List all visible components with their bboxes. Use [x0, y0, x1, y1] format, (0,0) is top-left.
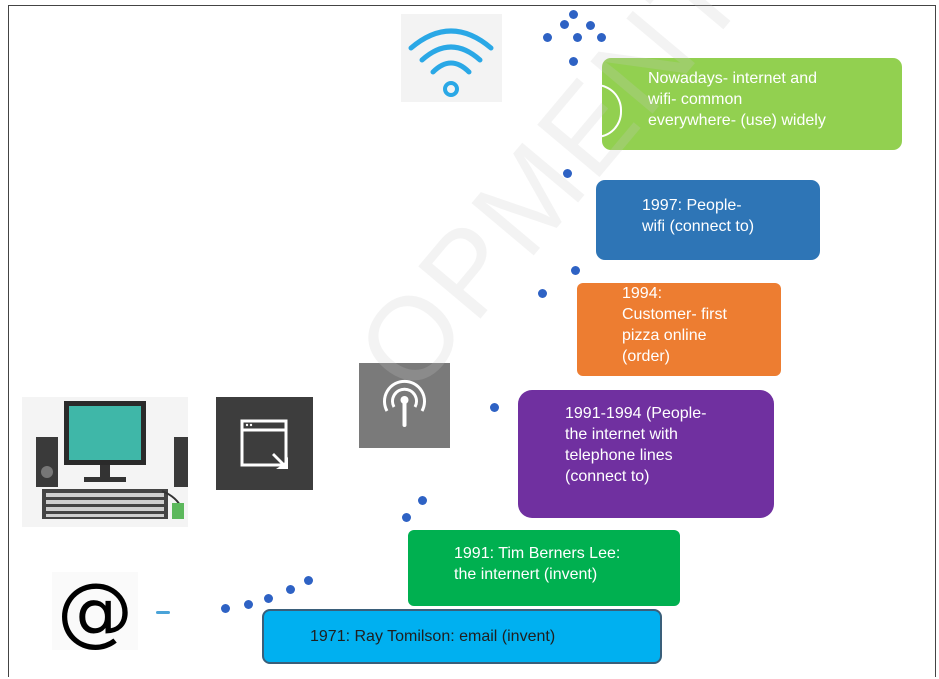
- desktop-computer-icon: [22, 397, 188, 527]
- dot: [264, 594, 273, 603]
- at-sign-icon: @: [52, 572, 138, 650]
- dot: [597, 33, 606, 42]
- dot: [569, 10, 578, 19]
- dot: [543, 33, 552, 42]
- dot: [573, 33, 582, 42]
- box-arc: [584, 84, 622, 138]
- dot: [586, 21, 595, 30]
- slide-frame: [8, 5, 936, 677]
- dot: [563, 169, 572, 178]
- decorative-dash: [156, 611, 170, 614]
- timeline-box-1991: 1991: Tim Berners Lee: the internert (in…: [408, 530, 680, 606]
- timeline-box-nowadays: Nowadays- internet and wifi- common ever…: [584, 58, 902, 150]
- timeline-box-1991-1994: 1991-1994 (People- the internet with tel…: [518, 390, 774, 518]
- broadcast-signal-icon: [359, 363, 450, 448]
- dot: [418, 496, 427, 505]
- dot: [560, 20, 569, 29]
- timeline-box-1994: 1994: Customer- first pizza online (orde…: [577, 283, 781, 376]
- dot: [304, 576, 313, 585]
- dot: [286, 585, 295, 594]
- wifi-icon: [401, 14, 502, 102]
- browser-window-icon: [216, 397, 313, 490]
- timeline-box-1971: 1971: Ray Tomilson: email (invent): [262, 609, 662, 664]
- dot: [490, 403, 499, 412]
- dot: [569, 57, 578, 66]
- timeline-box-1997: 1997: People- wifi (connect to): [596, 180, 820, 260]
- dot: [538, 289, 547, 298]
- dot: [244, 600, 253, 609]
- dot: [571, 266, 580, 275]
- dot: [221, 604, 230, 613]
- dot: [402, 513, 411, 522]
